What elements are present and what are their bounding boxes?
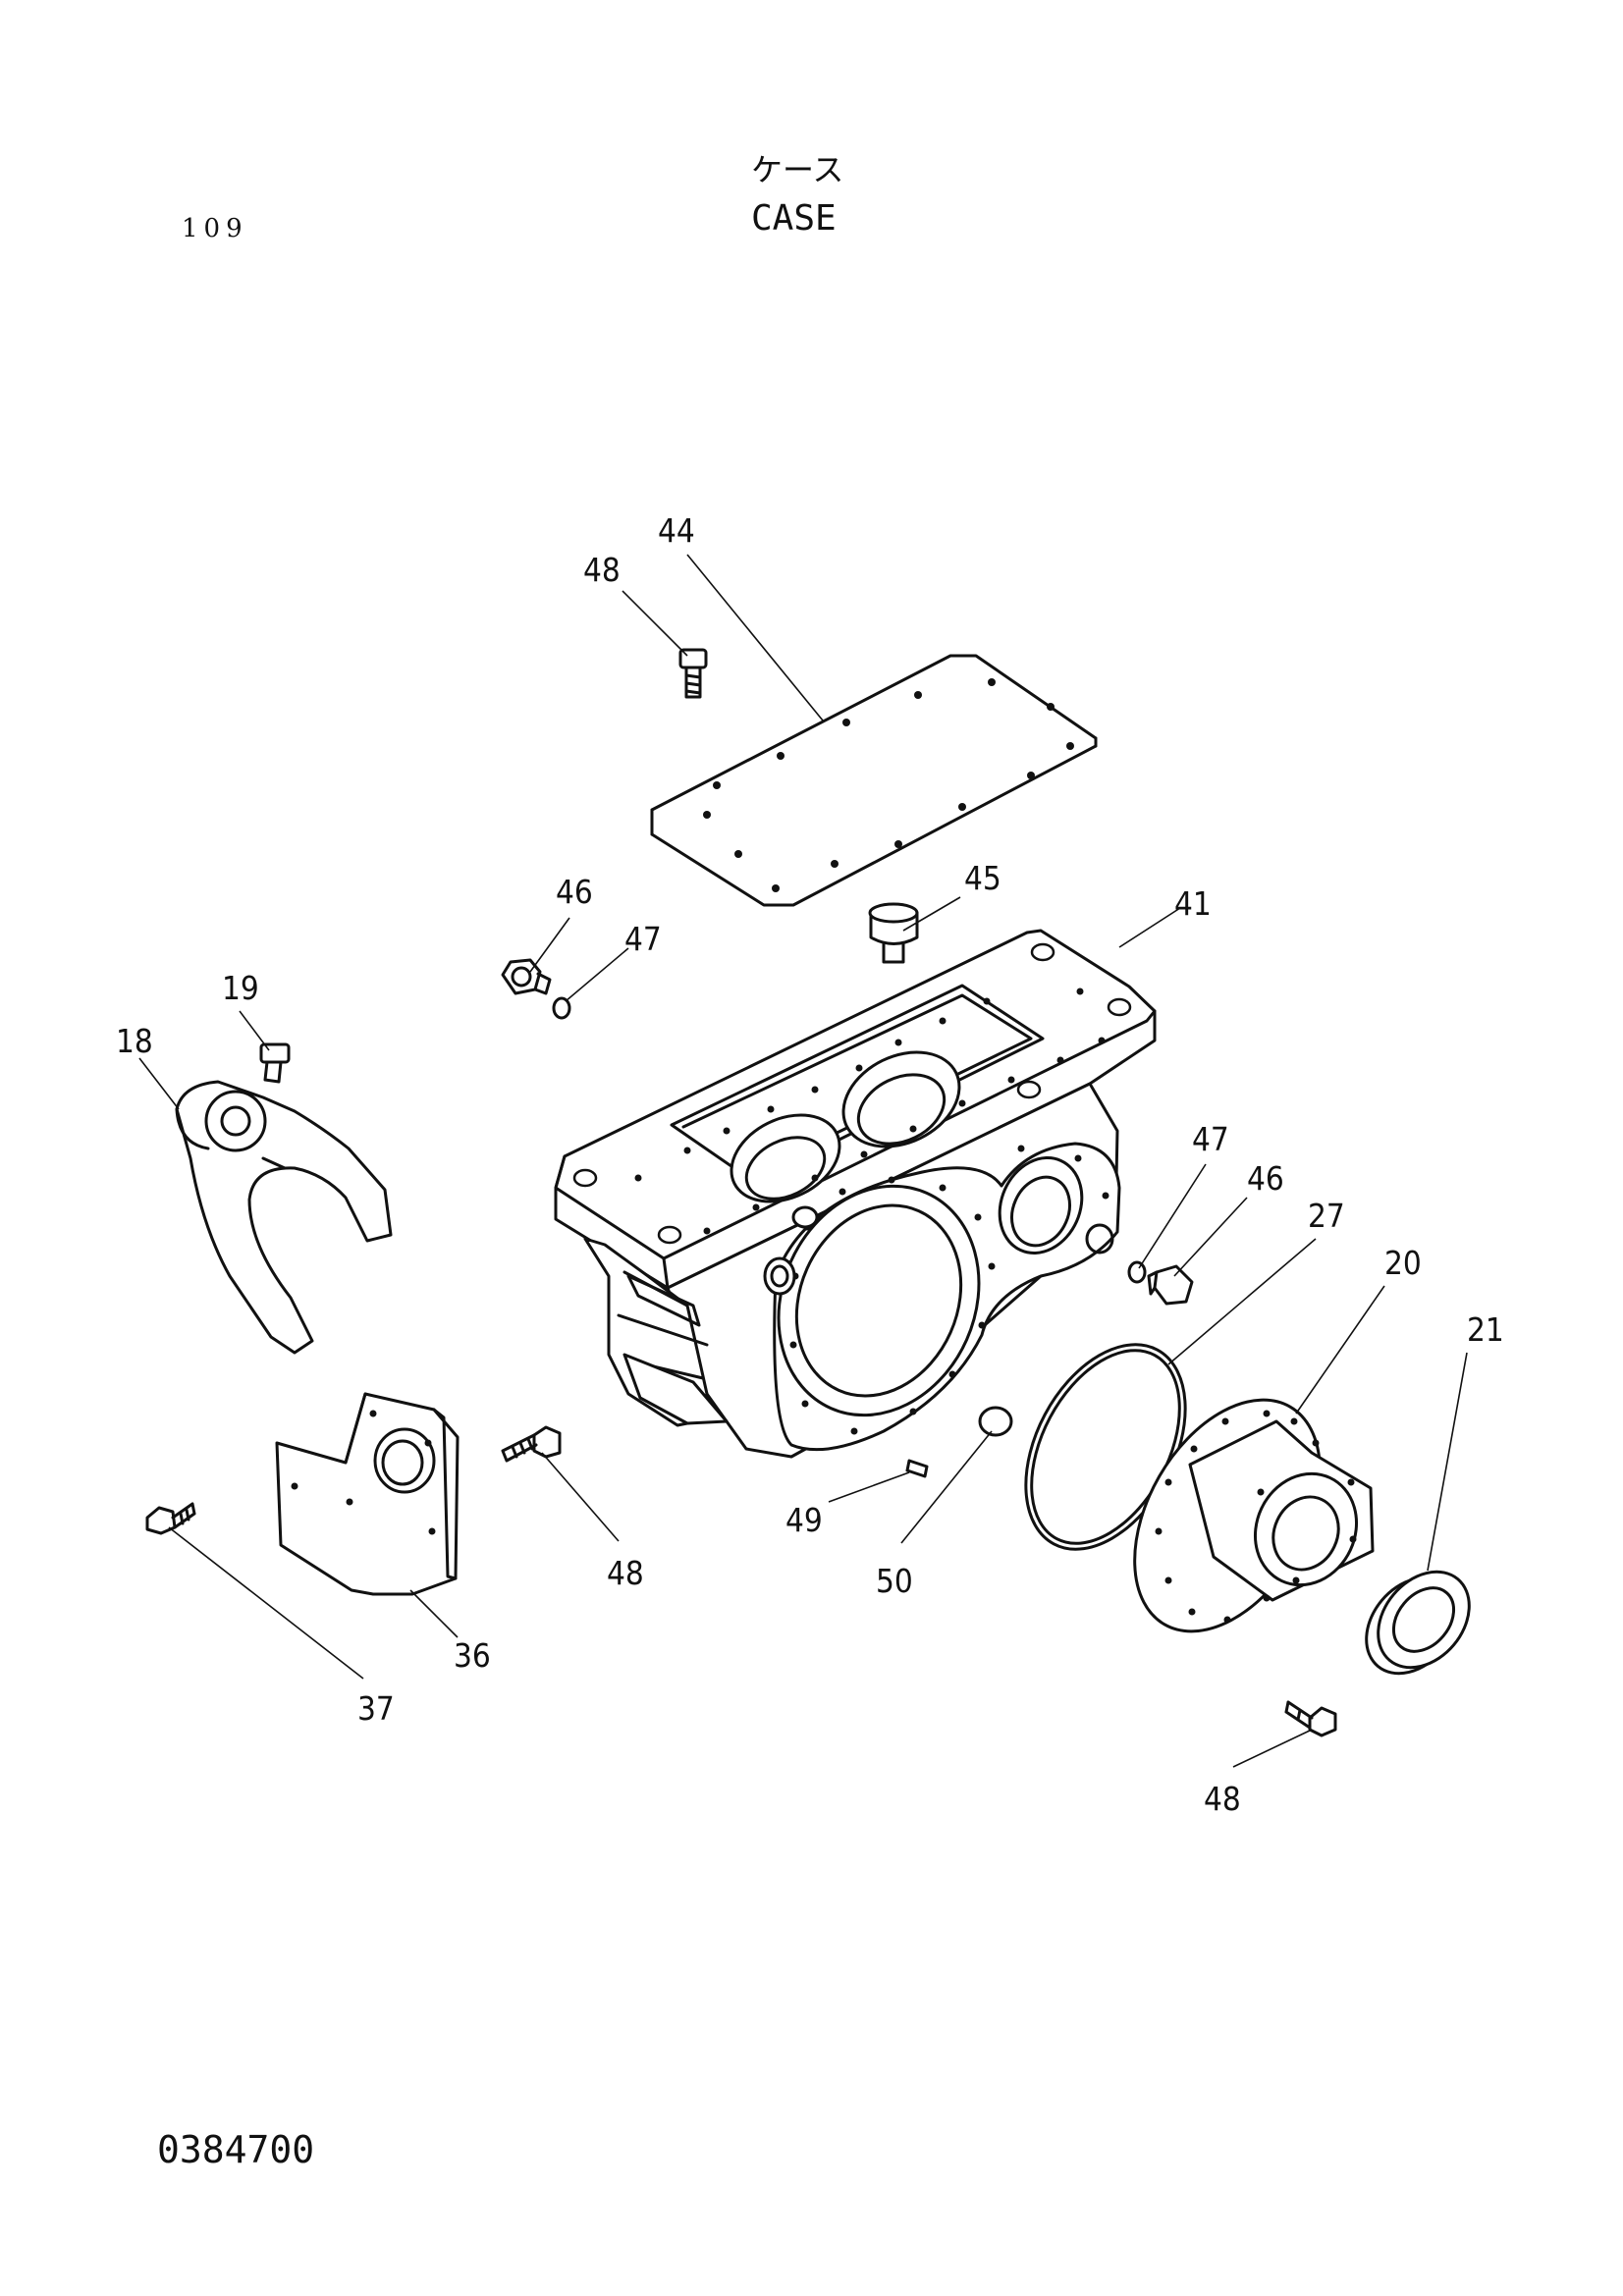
callout-labels: 44 48 45 41 46 47 19 18 47 46 27 20 21 4… [116,511,1504,1818]
callout-47-right: 47 [1192,1120,1229,1158]
part-48-bolt-middle[interactable] [501,1425,562,1463]
document-code: 0384700 [157,2128,315,2171]
part-47-o-ring-right[interactable] [1127,1260,1147,1284]
part-18-shift-fork[interactable] [175,1080,393,1355]
part-37-bolt[interactable] [145,1502,196,1535]
part-36-bracket[interactable] [275,1392,460,1596]
callout-50: 50 [876,1562,913,1600]
callout-46-left: 46 [556,873,593,911]
callout-37: 37 [357,1689,395,1728]
leader-lines [138,554,1468,1768]
callout-47-left: 47 [624,920,662,958]
callout-18: 18 [116,1022,153,1060]
callout-20: 20 [1384,1244,1422,1282]
part-48-bolt-bottom[interactable] [1284,1700,1337,1737]
part-20-bearing-retainer[interactable] [1097,1367,1375,1664]
part-47-o-ring-left[interactable] [552,996,571,1020]
part-21-oil-seal[interactable] [1348,1554,1488,1691]
callout-19: 19 [222,969,259,1007]
callout-41: 41 [1174,884,1212,923]
callout-48-bottom: 48 [1204,1780,1241,1818]
part-45-plug[interactable] [868,902,919,964]
callout-27: 27 [1308,1197,1345,1235]
callout-45: 45 [964,859,1001,897]
part-50-plug[interactable] [978,1406,1013,1437]
callout-36: 36 [454,1636,491,1675]
part-44-cover-plate[interactable] [650,654,1098,907]
callout-48-top: 48 [583,551,621,589]
part-48-bolt-top[interactable] [678,648,708,699]
callout-49: 49 [785,1501,823,1539]
part-49-pin[interactable] [905,1459,929,1478]
callout-21: 21 [1467,1310,1504,1349]
part-46-plug-left[interactable] [501,958,552,995]
title-english: CASE [751,198,837,239]
callout-46-right: 46 [1247,1159,1284,1198]
callout-44: 44 [658,511,695,550]
part-19-bolt[interactable] [259,1042,291,1084]
part-41-transmission-case[interactable] [554,929,1157,1459]
page-number: 109 [182,214,248,243]
title-japanese: ケース [751,151,844,188]
part-46-plug-right[interactable] [1147,1264,1194,1306]
callout-48-mid: 48 [607,1554,644,1592]
